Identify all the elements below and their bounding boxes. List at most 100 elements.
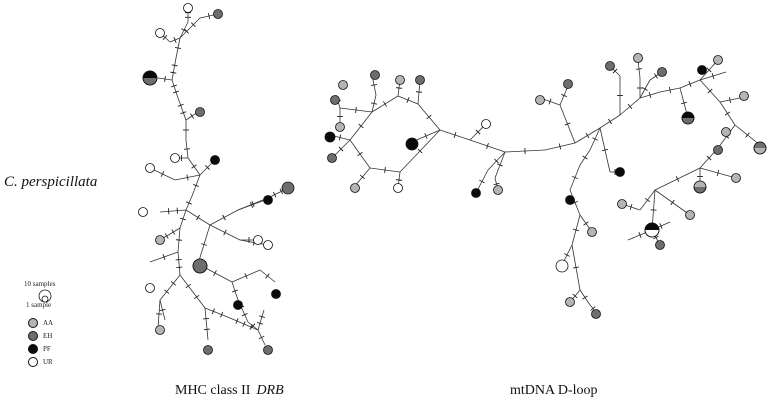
haplotype-node-20 (233, 300, 243, 310)
haplotype-node-47 (721, 127, 731, 137)
haplotype-node-37 (471, 188, 481, 198)
mutation-mark-45 (223, 229, 227, 236)
mutation-mark-52 (185, 283, 191, 289)
haplotype-node-segment-15 (193, 259, 207, 266)
haplotype-node-58 (731, 173, 741, 183)
haplotype-node-30 (415, 75, 425, 85)
haplotype-node-segment-4 (143, 71, 157, 78)
haplotype-node-41 (605, 61, 615, 71)
haplotype-node-segment-49 (682, 112, 694, 118)
mutation-mark-142 (680, 101, 688, 105)
haplotype-node-28 (370, 70, 380, 80)
mutation-mark-29 (171, 229, 176, 235)
mhc-title-text: MHC class II (175, 383, 251, 398)
network-edge-8 (171, 57, 177, 81)
mutation-mark-90 (494, 158, 499, 164)
mutation-mark-28 (180, 217, 186, 221)
mutation-mark-39 (201, 243, 207, 246)
aa-label: AA (43, 318, 54, 327)
population-legend-aa: AA (28, 316, 53, 329)
haplotype-node-46 (739, 91, 749, 101)
mutation-mark-85 (424, 133, 428, 139)
species-label: C. perspicillata (4, 174, 98, 190)
mutation-mark-102 (668, 86, 672, 94)
haplotype-node-outline-5 (142, 70, 158, 86)
haplotype-node-27 (335, 122, 345, 132)
population-legend-pf: PF (28, 342, 53, 355)
haplotype-node-segment-62 (645, 223, 659, 230)
mutation-mark-40 (222, 214, 226, 221)
aa-swatch (28, 317, 38, 328)
mutation-mark-82 (406, 97, 410, 103)
mutation-mark-20 (191, 164, 197, 169)
mutation-mark-137 (561, 93, 567, 98)
network-edge-27 (177, 251, 181, 276)
haplotype-node-outline-63 (644, 222, 660, 238)
mutation-mark-37 (159, 308, 166, 312)
haplotype-node-43 (657, 67, 667, 77)
haplotype-node-29 (395, 75, 405, 85)
mutation-mark-12 (171, 84, 177, 88)
mutation-mark-56 (211, 308, 215, 315)
haplotype-node-segment-56 (694, 181, 706, 187)
haplotype-node-44 (697, 65, 707, 75)
mutation-mark-22 (186, 174, 189, 181)
mutation-mark-6 (173, 37, 177, 43)
haplotype-nodes (138, 3, 767, 355)
mutation-mark-34 (176, 266, 183, 269)
mutation-mark-36 (164, 289, 170, 294)
mutation-mark-50 (244, 273, 248, 279)
mutation-mark-76 (384, 166, 386, 174)
haplotype-node-7 (170, 153, 180, 163)
mutation-mark-89 (486, 143, 489, 149)
mutation-mark-109 (745, 132, 750, 138)
mutation-mark-53 (194, 294, 200, 300)
haplotype-node-0 (183, 3, 193, 13)
haplotype-node-40 (563, 79, 573, 89)
eh-swatch (28, 330, 38, 341)
mutation-mark-25 (186, 201, 192, 205)
haplotype-node-12 (138, 207, 148, 217)
network-edge-43 (179, 274, 206, 309)
haplotype-node-45 (713, 55, 723, 65)
haplotype-node-11 (263, 195, 273, 205)
population-legend-ur: UR (28, 355, 53, 368)
size-legend-small-label: 1 sample (26, 301, 52, 309)
eh-label: EH (43, 331, 53, 340)
population-legend-eh: EH (28, 329, 53, 342)
mutation-mark-58 (235, 318, 239, 324)
mutation-mark-72 (338, 134, 342, 141)
network-edge-11 (177, 97, 187, 121)
mutation-mark-44 (279, 188, 284, 195)
mutation-mark-66 (258, 315, 266, 318)
haplotype-node-23 (203, 345, 213, 355)
haplotype-node-35 (393, 183, 403, 193)
haplotype-node-67 (587, 227, 597, 237)
mutation-mark-78 (370, 102, 378, 105)
mutation-mark-3 (184, 28, 190, 34)
mutation-mark-100 (653, 73, 659, 79)
mutation-mark-88 (475, 129, 481, 135)
mutation-mark-136 (548, 98, 552, 105)
ur-swatch (28, 356, 38, 367)
mutation-mark-135 (564, 122, 571, 126)
mutation-mark-111 (706, 155, 712, 161)
population-legend: AA EH PF UR (28, 316, 53, 368)
mutation-mark-108 (724, 111, 731, 116)
haplotype-node-9 (145, 163, 155, 173)
mutation-mark-113 (716, 169, 720, 177)
haplotype-node-6 (195, 107, 205, 117)
mutation-mark-127 (564, 253, 570, 257)
size-legend-circles (38, 289, 52, 303)
mutation-mark-21 (205, 165, 210, 170)
mutation-mark-93 (493, 182, 500, 186)
mutation-mark-98 (627, 103, 633, 110)
haplotype-node-68 (555, 259, 569, 273)
haplotype-node-36 (481, 119, 491, 129)
haplotype-node-38 (493, 185, 503, 195)
mutation-mark-131 (590, 306, 596, 311)
pf-swatch (28, 343, 38, 354)
mutation-mark-8 (174, 46, 182, 50)
